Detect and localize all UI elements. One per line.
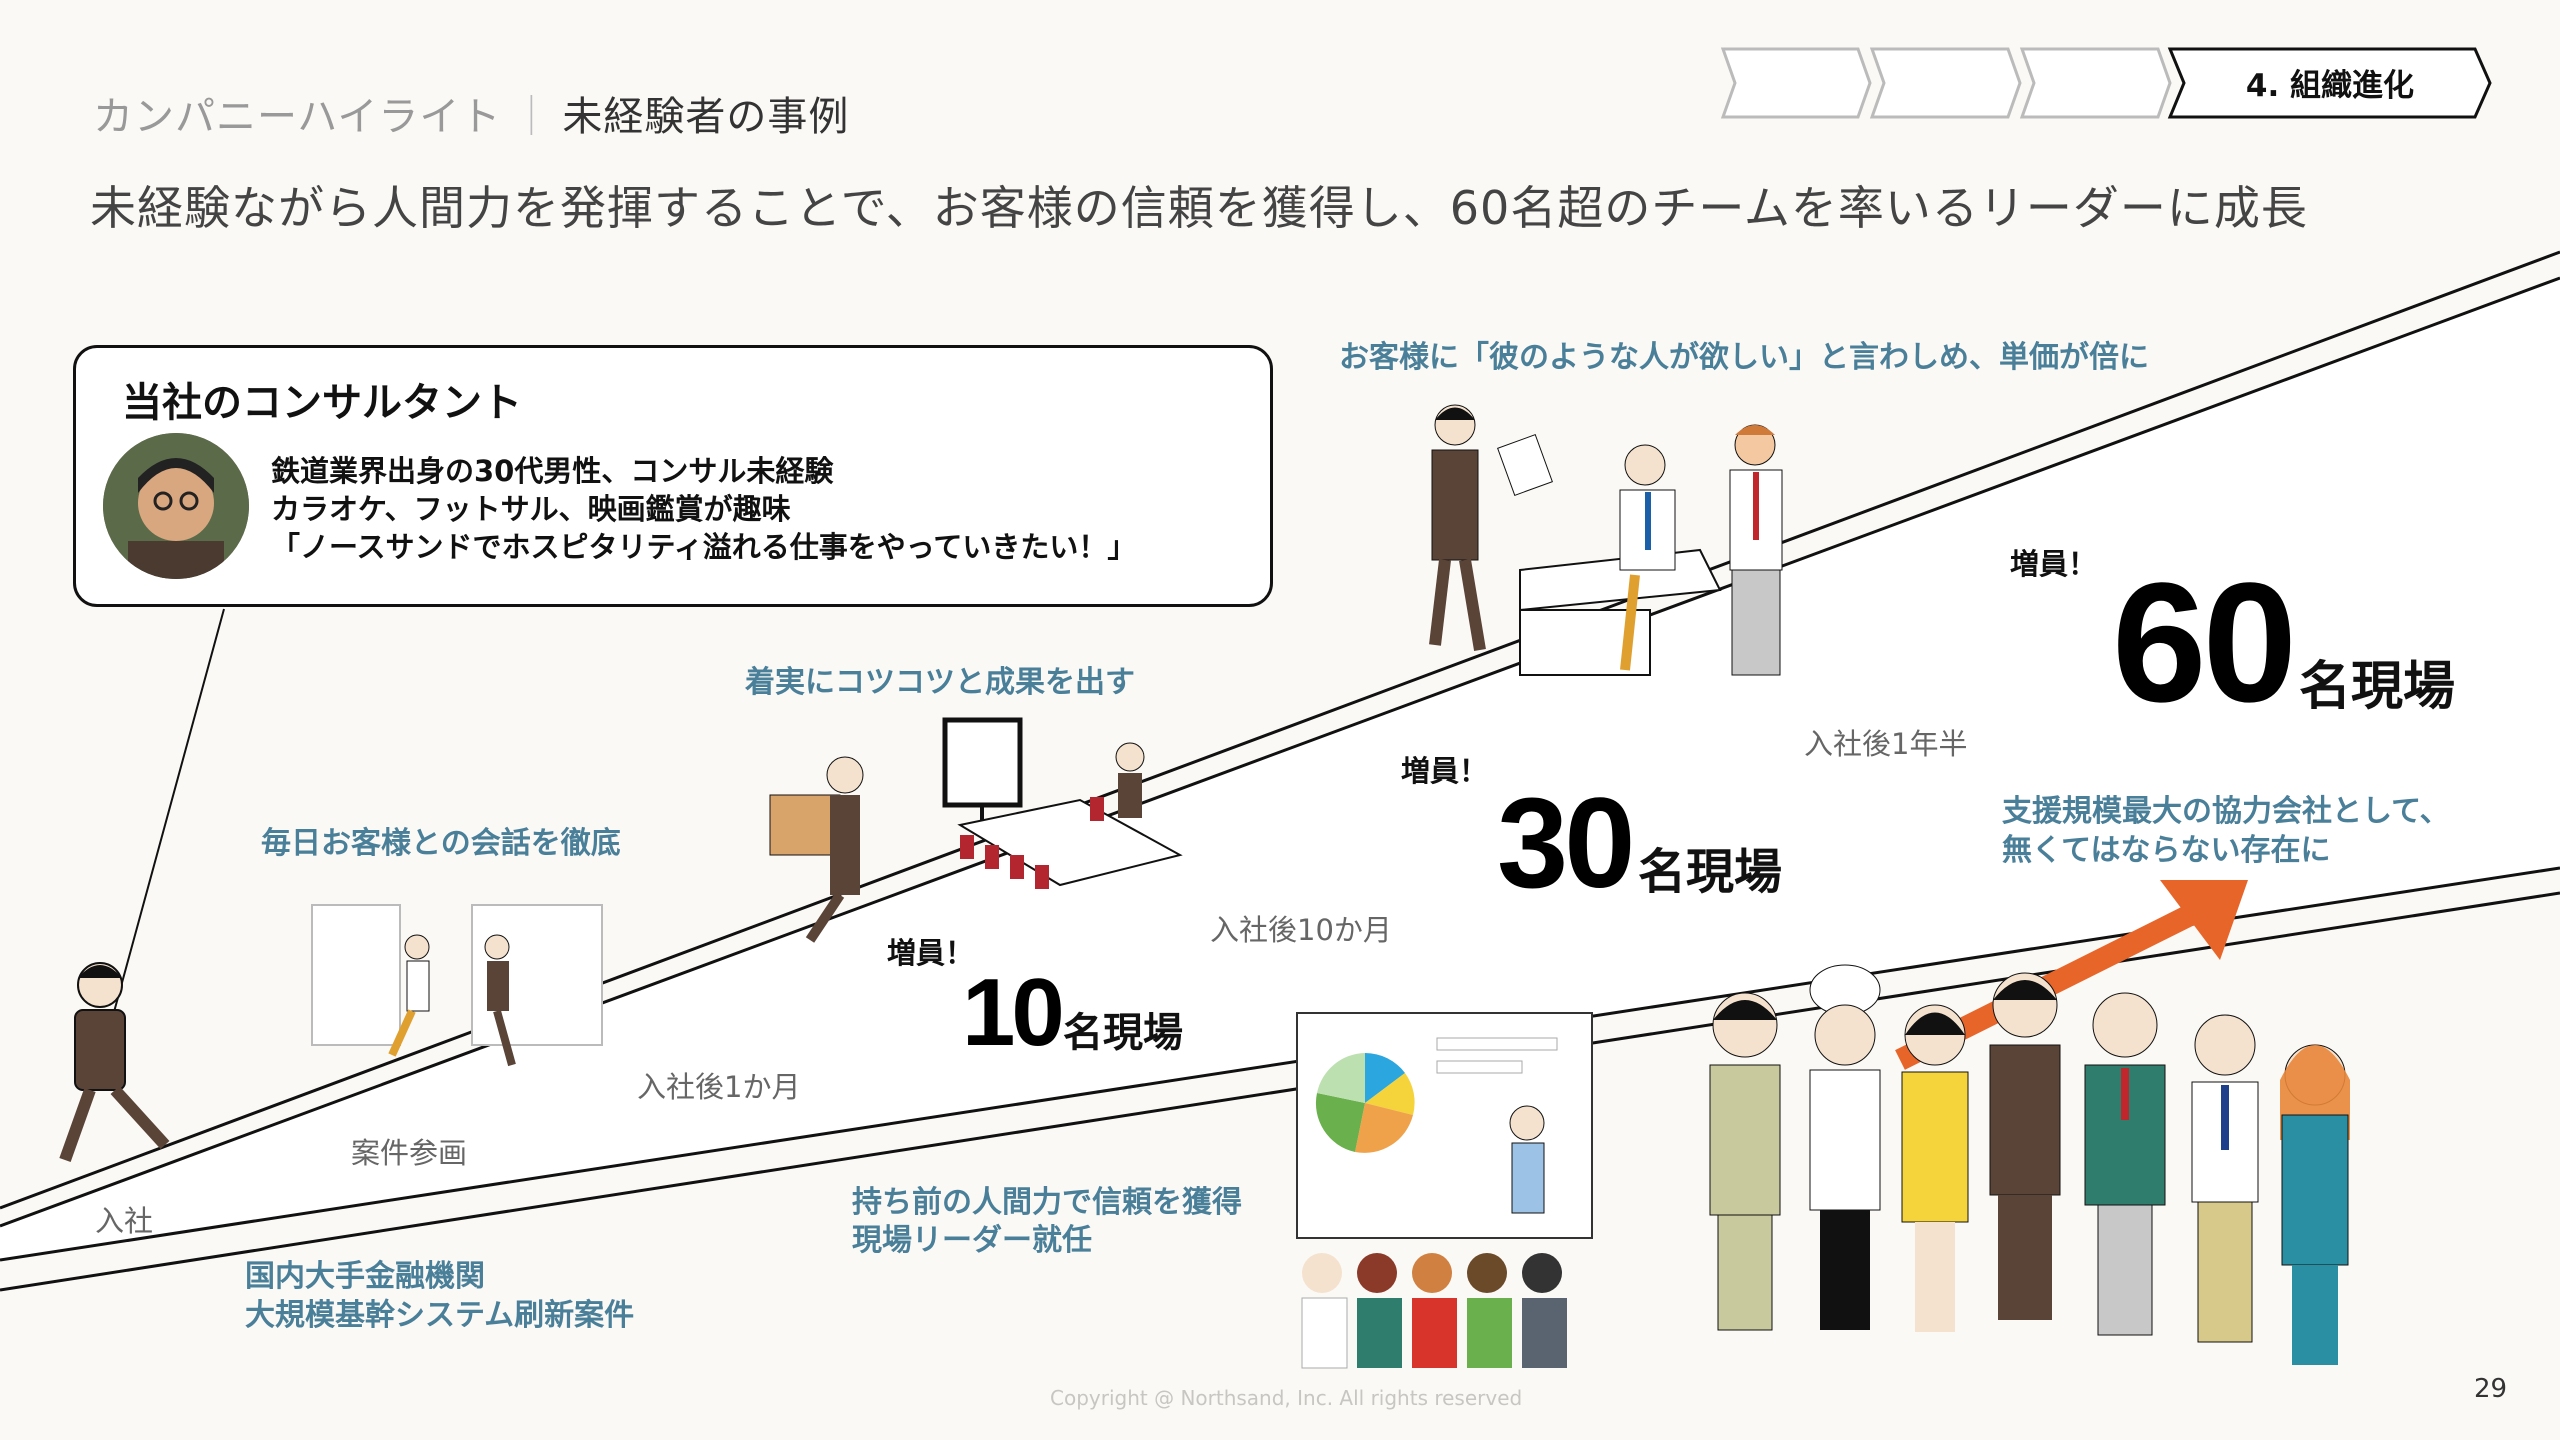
caption-daily: 毎日お客様との会話を徹底	[261, 826, 621, 861]
page-subtitle: 未経験ながら人間力を発揮することで、お客様の信頼を獲得し、60名超のチームを率い…	[90, 181, 2308, 235]
milestone-year15: 入社後1年半	[1804, 727, 1968, 761]
avatar	[103, 433, 249, 579]
caption-partner-1: 支援規模最大の協力会社として、	[2002, 794, 2450, 829]
copyright: Copyright @ Northsand, Inc. All rights r…	[1050, 1386, 1523, 1410]
white-band	[0, 278, 2560, 1260]
growth-10-unit: 名現場	[1063, 1010, 1183, 1056]
profile-pointer	[113, 608, 225, 1013]
profile-line-2: カラオケ、フットサル、映画鑑賞が趣味	[271, 492, 791, 526]
lower-line-outer	[0, 891, 2560, 1292]
header-title: 未経験者の事例	[562, 94, 850, 140]
meeting-room-illustration	[942, 717, 1183, 889]
milestone-project: 案件参画	[351, 1136, 468, 1170]
presentation-illustration	[1296, 1012, 1593, 1369]
growth-60-label: 増員！	[2010, 547, 2098, 581]
profile-line-3: 「ノースサンドでホスピタリティ溢れる仕事をやっていきたい！」	[271, 530, 1137, 564]
person-carrying-box-illustration	[769, 756, 864, 943]
page-number: 29	[2474, 1374, 2508, 1404]
milestone-month10: 入社後10か月	[1210, 913, 1392, 947]
step-3[interactable]	[2019, 47, 2172, 119]
growth-60-unit: 名現場	[2299, 657, 2456, 717]
upper-line-outer	[0, 250, 2560, 1210]
page-header: カンパニーハイライト｜未経験者の事例	[93, 84, 849, 142]
header-category: カンパニーハイライト	[93, 94, 502, 140]
milestone-join: 入社	[95, 1204, 154, 1238]
growth-30-number: 30	[1497, 772, 1635, 915]
header-separator: ｜	[511, 94, 553, 140]
client-meeting-illustration	[1429, 404, 1783, 676]
person-running-illustration	[59, 962, 170, 1163]
caption-steady: 着実にコツコツと成果を出す	[745, 665, 1135, 700]
step-4-active[interactable]	[2167, 47, 2492, 119]
caption-leader-1: 持ち前の人間力で信頼を獲得	[852, 1185, 1242, 1220]
step-4-label: 4. 組織進化	[2245, 68, 2415, 104]
growth-60-number: 60	[2112, 548, 2297, 738]
profile-card	[73, 345, 1273, 607]
step-1[interactable]	[1720, 47, 1872, 119]
caption-project-2: 大規模基幹システム刷新案件	[245, 1298, 635, 1333]
step-2[interactable]	[1869, 47, 2022, 119]
upper-line-inner	[0, 276, 2560, 1228]
growth-30-label: 増員！	[1401, 754, 1489, 788]
growth-10-number: 10	[962, 959, 1065, 1066]
profile-line-1: 鉄道業界出身の30代男性、コンサル未経験	[271, 454, 834, 488]
milestone-month1: 入社後1か月	[637, 1070, 801, 1104]
caption-project-1: 国内大手金融機関	[245, 1259, 485, 1294]
caption-leader-2: 現場リーダー就任	[852, 1223, 1092, 1258]
growth-30-unit: 名現場	[1638, 844, 1783, 900]
team-illustration	[1709, 964, 2350, 1365]
caption-customer: お客様に「彼のような人が欲しい」と言わしめ、単価が倍に	[1339, 340, 2149, 375]
step-indicator	[1720, 47, 2492, 119]
growth-10-label: 増員！	[887, 936, 975, 970]
meeting-door-illustration	[311, 904, 603, 1067]
caption-partner-2: 無くてはならない存在に	[2002, 833, 2331, 868]
profile-title: 当社のコンサルタント	[122, 380, 522, 426]
